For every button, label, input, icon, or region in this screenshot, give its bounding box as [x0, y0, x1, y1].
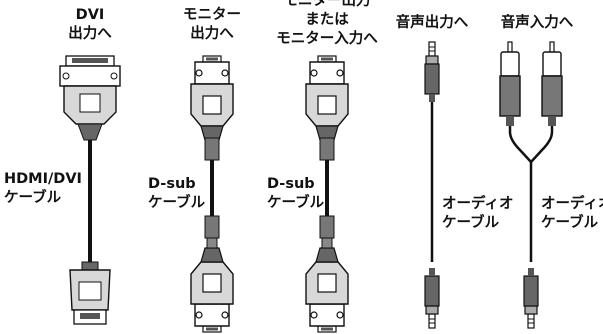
- dsub-connector-top-1: [190, 55, 234, 151]
- audio-jack-top: [424, 41, 440, 103]
- ferrite-core: [319, 215, 335, 239]
- dsub-connector-top-2: [305, 55, 349, 151]
- audio-cable-label-1: オーディオケーブル: [442, 196, 514, 231]
- ferrite-core: [319, 137, 335, 161]
- dvi-connector: [59, 55, 121, 141]
- monitor-output-or-input-label: モニター出力またはモニター入力へ: [276, 0, 378, 47]
- hdmi-connector: [69, 261, 111, 325]
- audio-input-label: 音声入力へ: [500, 15, 574, 31]
- dsub-connector-bottom-2: [305, 237, 349, 333]
- dsub-connector-bottom-1: [190, 237, 234, 333]
- audio-jack-bottom: [424, 267, 440, 329]
- rca-plug-white: [499, 41, 521, 127]
- ferrite-core: [204, 215, 220, 239]
- rca-plug-red: [541, 41, 563, 127]
- monitor-output-label: モニター出力へ: [183, 7, 241, 42]
- audio-output-label: 音声出力へ: [395, 15, 469, 31]
- ferrite-core: [204, 137, 220, 161]
- audio-jack-bottom-2: [523, 267, 539, 329]
